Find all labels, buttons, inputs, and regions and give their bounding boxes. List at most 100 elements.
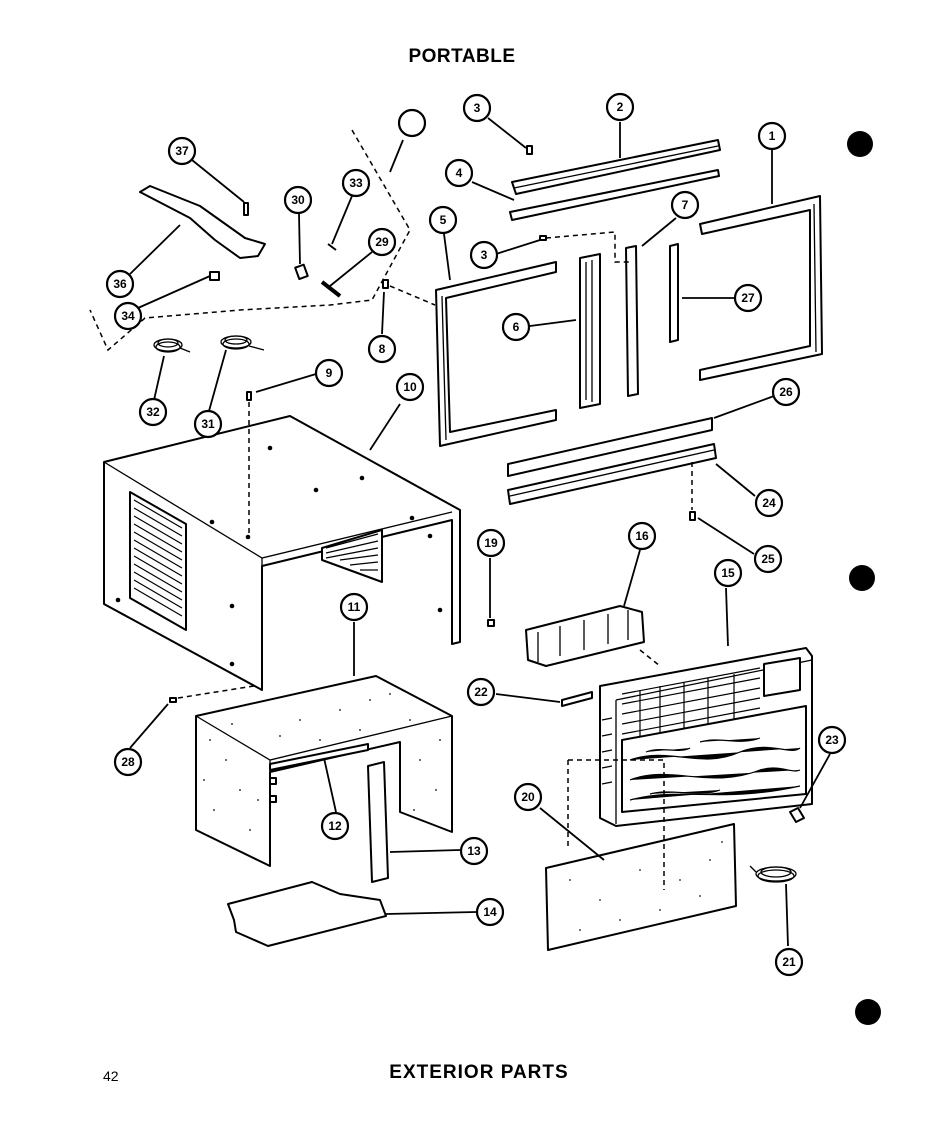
- support-bracket: [139, 185, 266, 259]
- callout-3-top: 3: [462, 93, 492, 123]
- callout-5: 5: [428, 205, 458, 235]
- sill-group: [507, 417, 717, 521]
- callout-4: 4: [444, 158, 474, 188]
- svg-text:2: 2: [617, 100, 624, 114]
- outer-cabinet: [103, 391, 461, 703]
- callout-3-mid: 3: [469, 240, 499, 270]
- screw-9: [246, 391, 252, 401]
- callout-27: 27: [733, 283, 763, 313]
- gasket-strip: [669, 243, 679, 343]
- svg-text:28: 28: [121, 755, 135, 769]
- side-strip: [625, 245, 639, 397]
- svg-text:22: 22: [474, 685, 488, 699]
- svg-text:13: 13: [467, 844, 481, 858]
- svg-text:14: 14: [483, 905, 497, 919]
- part-30: [294, 263, 309, 281]
- svg-text:5: 5: [440, 213, 447, 227]
- callout-15: 15: [713, 558, 743, 588]
- callout-23: 23: [817, 725, 847, 755]
- binder-hole-bottom: [855, 999, 881, 1025]
- callout-13: 13: [459, 836, 489, 866]
- svg-text:24: 24: [762, 496, 776, 510]
- callout-28: 28: [113, 747, 143, 777]
- callout-33: 33: [341, 168, 371, 198]
- front-grille-panel: [561, 647, 813, 827]
- svg-text:15: 15: [721, 566, 735, 580]
- clip-a: [269, 777, 277, 785]
- insulation-group: [195, 675, 453, 947]
- page-title: PORTABLE: [408, 46, 516, 67]
- svg-text:26: 26: [779, 385, 793, 399]
- screw-3-mid: [539, 235, 547, 241]
- bracket-nut: [209, 271, 220, 281]
- accordion-panel: [579, 253, 601, 409]
- top-strip: [509, 169, 720, 221]
- control-housing: [487, 605, 661, 667]
- rear-louver: [321, 529, 383, 583]
- callout-16: 16: [627, 521, 657, 551]
- svg-text:8: 8: [379, 342, 386, 356]
- leader-lines: [129, 117, 831, 947]
- svg-text:27: 27: [741, 291, 755, 305]
- callout-30: 30: [283, 185, 313, 215]
- screw-8: [382, 279, 389, 289]
- coil-32: [153, 338, 191, 353]
- svg-text:36: 36: [113, 277, 127, 291]
- clip-b: [269, 795, 277, 803]
- callout-24: 24: [754, 488, 784, 518]
- callout-32: 32: [138, 397, 168, 427]
- screw-19: [487, 619, 495, 627]
- callout-31: 31: [193, 409, 223, 439]
- callout-20: 20: [513, 782, 543, 812]
- svg-text:25: 25: [761, 552, 775, 566]
- svg-text:4: 4: [456, 166, 463, 180]
- window-frame-group: [435, 139, 823, 447]
- callout-35: 37: [167, 136, 197, 166]
- callout-9: 9: [314, 358, 344, 388]
- screw-25: [689, 511, 696, 521]
- filter-group: [545, 759, 797, 951]
- callout-25: 25: [753, 544, 783, 574]
- binder-hole-middle: [849, 565, 875, 591]
- svg-text:34: 34: [121, 309, 135, 323]
- callout-11: 11: [339, 592, 369, 622]
- svg-text:31: 31: [201, 417, 215, 431]
- insulation-post: [367, 761, 389, 883]
- svg-text:3: 3: [474, 101, 481, 115]
- section-title: EXTERIOR PARTS: [389, 1062, 569, 1083]
- insulation-strip: [269, 743, 369, 771]
- svg-text:11: 11: [348, 600, 361, 614]
- callout-22: 22: [466, 677, 496, 707]
- svg-text:20: 20: [521, 790, 535, 804]
- cabinet-fasteners: [115, 445, 443, 667]
- sill-channel: [507, 443, 717, 505]
- svg-text:6: 6: [513, 320, 520, 334]
- bracket-screw: [243, 202, 249, 216]
- insulation-speckle: [203, 693, 441, 831]
- svg-text:33: 33: [349, 176, 363, 190]
- callout-36: 36: [105, 269, 135, 299]
- svg-text:9: 9: [326, 366, 333, 380]
- part-29: [320, 280, 342, 298]
- part-33: [327, 243, 337, 251]
- callout-2: 2: [605, 92, 635, 122]
- clip-23: [789, 807, 805, 823]
- callout-8: 8: [367, 334, 397, 364]
- svg-text:32: 32: [146, 405, 160, 419]
- svg-text:1: 1: [769, 129, 776, 143]
- callout-26: 26: [771, 377, 801, 407]
- callout-21: 21: [774, 947, 804, 977]
- svg-text:23: 23: [825, 733, 839, 747]
- svg-text:37: 37: [175, 144, 189, 158]
- callout-34: 34: [113, 301, 143, 331]
- screw-28: [169, 697, 177, 703]
- left-side-frame: [435, 261, 557, 447]
- svg-text:21: 21: [782, 955, 796, 969]
- mounting-bracket-group: [89, 129, 436, 353]
- screw-3-top: [526, 145, 533, 155]
- callout-14: 14: [475, 897, 505, 927]
- upper-louvers: [621, 657, 801, 736]
- callout-37: [397, 108, 427, 138]
